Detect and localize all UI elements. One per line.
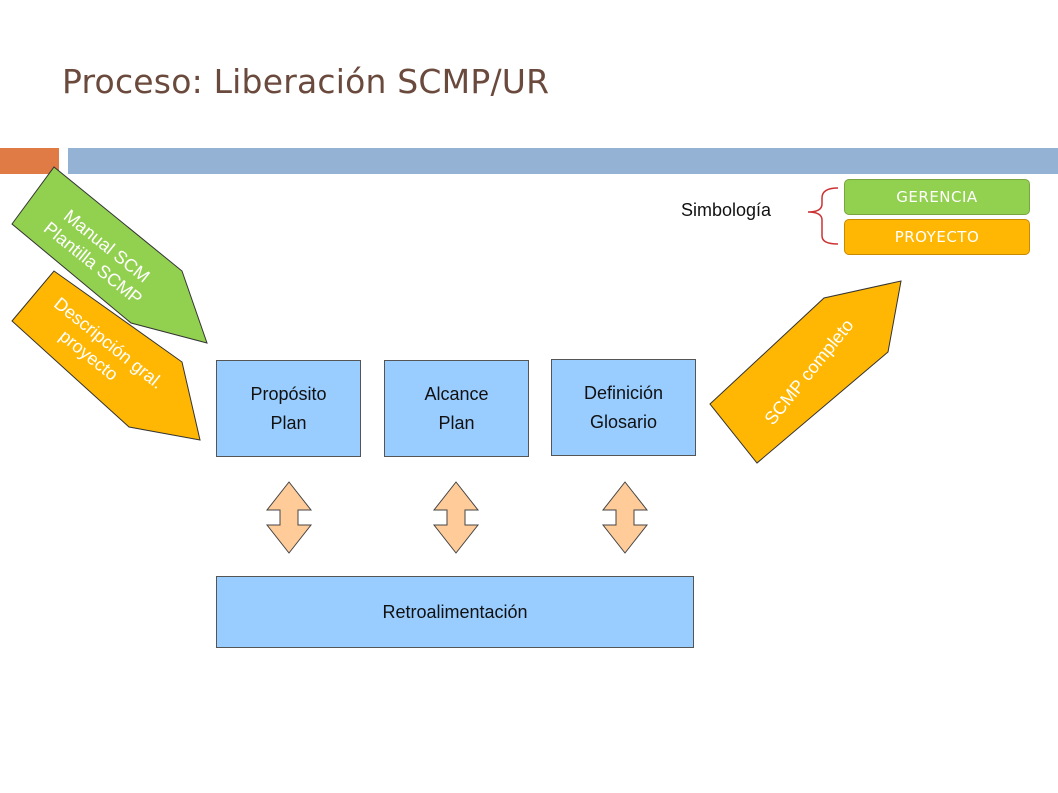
legend-badge-gerencia: GERENCIA xyxy=(844,179,1030,215)
legend-badge-proyecto: PROYECTO xyxy=(844,219,1030,255)
input-arrow-manual: Manual SCM Plantilla SCMP xyxy=(11,166,208,344)
legend-label: Simbología xyxy=(681,200,772,220)
slide-title: Proceso: Liberación SCMP/UR xyxy=(62,62,550,101)
legend-bracket xyxy=(807,187,839,245)
box-alcance-line1: Alcance xyxy=(424,383,489,404)
box-retroalimentacion: Retroalimentación xyxy=(216,576,694,648)
header-accent-blue xyxy=(68,148,1058,174)
box-retroalimentacion-label: Retroalimentación xyxy=(382,601,528,622)
box-proposito-line2: Plan xyxy=(270,412,307,433)
box-alcance: Alcance Plan xyxy=(384,360,529,457)
box-definicion-line1: Definición xyxy=(583,382,664,403)
header-accent-orange xyxy=(0,148,59,174)
box-alcance-line2: Plan xyxy=(438,412,475,433)
feedback-double-arrow-1 xyxy=(265,481,313,554)
output-arrow-scmp: SCMP completo xyxy=(709,280,902,464)
box-definicion: Definición Glosario xyxy=(551,359,696,456)
box-proposito-line1: Propósito xyxy=(250,383,327,404)
box-definicion-line2: Glosario xyxy=(589,411,658,432)
feedback-double-arrow-3 xyxy=(601,481,649,554)
box-proposito: Propósito Plan xyxy=(216,360,361,457)
feedback-double-arrow-2 xyxy=(432,481,480,554)
